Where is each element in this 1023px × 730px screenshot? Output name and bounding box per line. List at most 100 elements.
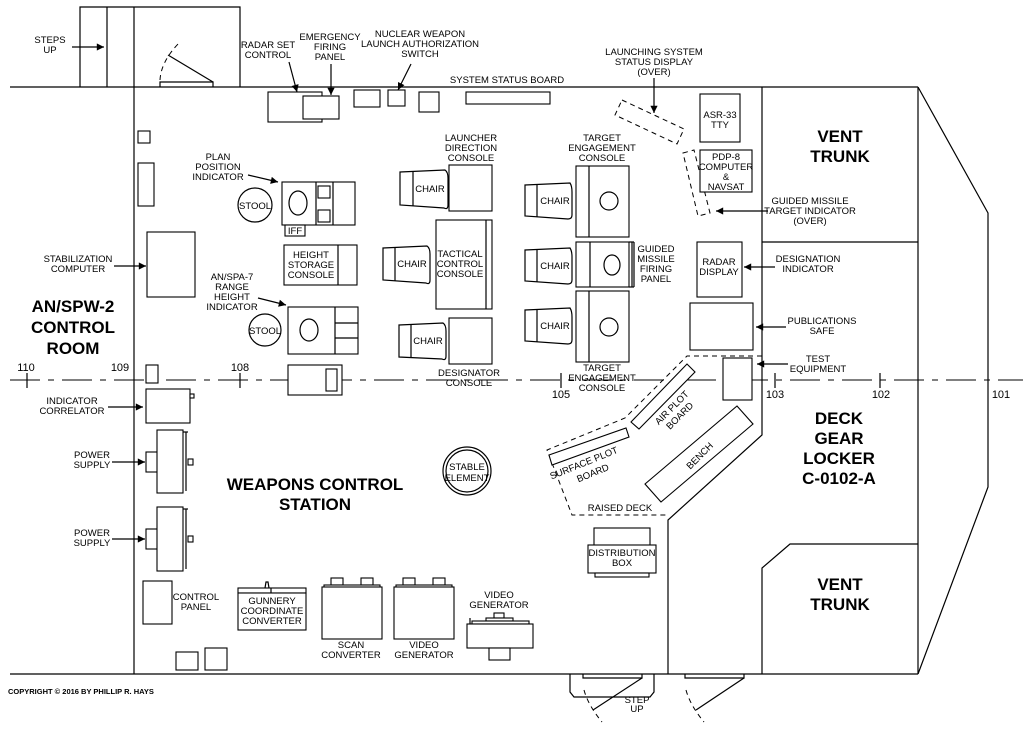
svg-text:STOOL: STOOL <box>249 326 281 337</box>
power-supply-2: POWER SUPPLY <box>74 506 194 572</box>
svg-text:TACTICAL: TACTICAL <box>437 249 482 260</box>
distribution-box: DISTRIBUTION BOX <box>587 527 657 578</box>
designator-console: DESIGNATOR CONSOLE <box>438 317 500 389</box>
chair-3: CHAIR <box>398 322 447 361</box>
pdp-8-computer: PDP-8 COMPUTER & NAVSAT <box>682 149 754 217</box>
stabilization-computer: STABILIZATION COMPUTER <box>44 231 196 298</box>
room-weapons-control-station: WEAPONS CONTROL STATION <box>227 475 404 514</box>
svg-text:SWITCH: SWITCH <box>401 49 439 60</box>
asr-33-tty: ASR-33 TTY <box>699 93 741 143</box>
svg-text:RADAR: RADAR <box>702 257 735 268</box>
svg-text:STORAGE: STORAGE <box>288 260 334 271</box>
svg-text:STABLE: STABLE <box>449 462 485 473</box>
svg-text:DESIGNATION: DESIGNATION <box>776 254 841 265</box>
svg-text:POWER: POWER <box>74 528 110 539</box>
svg-text:VIDEO: VIDEO <box>409 640 439 651</box>
svg-text:CONSOLE: CONSOLE <box>288 270 334 281</box>
svg-text:CORRELATOR: CORRELATOR <box>39 406 104 417</box>
svg-text:GUIDED MISSILE: GUIDED MISSILE <box>771 196 848 207</box>
svg-text:DISTRIBUTION: DISTRIBUTION <box>588 548 655 559</box>
svg-text:CHAIR: CHAIR <box>397 259 427 270</box>
floor-box-2 <box>204 647 228 671</box>
system-status-board: SYSTEM STATUS BOARD <box>450 75 564 105</box>
svg-text:LAUNCHING SYSTEM: LAUNCHING SYSTEM <box>605 47 703 58</box>
svg-text:VIDEO: VIDEO <box>484 590 514 601</box>
svg-text:ROOM: ROOM <box>47 339 100 358</box>
svg-text:TARGET: TARGET <box>583 133 621 144</box>
svg-text:CHAIR: CHAIR <box>540 321 570 332</box>
svg-text:CONTROL: CONTROL <box>31 318 115 337</box>
svg-text:PANEL: PANEL <box>181 602 211 613</box>
frame-centerline: 110 109 108 105 103 102 101 <box>10 362 1023 401</box>
scan-converter: SCAN CONVERTER <box>321 577 383 661</box>
svg-text:BOX: BOX <box>612 558 633 569</box>
designation-indicator: DESIGNATION INDICATOR <box>744 254 841 275</box>
svg-text:ENGAGEMENT: ENGAGEMENT <box>568 373 636 384</box>
stool: STOOL <box>237 187 273 223</box>
air-plot-board: AIR PLOT BOARD <box>630 363 696 432</box>
gunnery-coordinate-converter: GUNNERY COORDINATE CONVERTER <box>237 581 307 631</box>
video-generator-2: VIDEO GENERATOR <box>466 590 534 661</box>
frame-110: 110 <box>17 362 35 374</box>
svg-text:C-0102-A: C-0102-A <box>802 469 876 488</box>
svg-text:COMPUTER: COMPUTER <box>699 162 754 173</box>
svg-text:STABILIZATION: STABILIZATION <box>44 254 113 265</box>
svg-text:SYSTEM STATUS BOARD: SYSTEM STATUS BOARD <box>450 75 564 86</box>
svg-text:LAUNCHER: LAUNCHER <box>445 133 497 144</box>
room-control-room: AN/SPW-2 CONTROL ROOM <box>31 297 115 358</box>
video-generator-1: VIDEO GENERATOR <box>393 577 455 661</box>
svg-text:CONSOLE: CONSOLE <box>579 153 625 164</box>
chair-5: CHAIR <box>524 247 573 285</box>
bench: BENCH <box>644 405 754 503</box>
svg-text:TEST: TEST <box>806 354 830 365</box>
svg-text:STEPS: STEPS <box>34 35 65 46</box>
chair: CHAIR <box>399 169 449 210</box>
svg-text:HEIGHT: HEIGHT <box>293 250 329 261</box>
svg-text:IFF: IFF <box>288 226 302 237</box>
height-storage-console: HEIGHT STORAGE CONSOLE <box>283 244 358 286</box>
svg-text:(OVER): (OVER) <box>637 67 670 78</box>
svg-text:DISPLAY: DISPLAY <box>699 267 739 278</box>
svg-text:WEAPONS CONTROL: WEAPONS CONTROL <box>227 475 404 494</box>
svg-text:TRUNK: TRUNK <box>810 595 870 614</box>
svg-text:HEIGHT: HEIGHT <box>214 292 250 303</box>
power-supply-1: POWER SUPPLY <box>74 429 194 494</box>
svg-text:ELEMENT: ELEMENT <box>445 473 490 484</box>
room-vent-trunk-bottom: VENT TRUNK <box>810 575 870 614</box>
svg-text:CONSOLE: CONSOLE <box>579 383 625 394</box>
svg-text:CONVERTER: CONVERTER <box>321 650 381 661</box>
raised-deck: RAISED DECK <box>546 355 762 516</box>
frame-105: 105 <box>552 389 570 401</box>
svg-text:NAVSAT: NAVSAT <box>708 182 745 193</box>
svg-text:CONTROL: CONTROL <box>173 592 219 603</box>
plan-position-indicator: PLAN POSITION INDICATOR IFF <box>192 152 356 237</box>
svg-text:GEAR: GEAR <box>814 429 863 448</box>
svg-text:TTY: TTY <box>711 120 730 131</box>
svg-text:LAUNCH AUTHORIZATION: LAUNCH AUTHORIZATION <box>361 39 479 50</box>
svg-text:NUCLEAR WEAPON: NUCLEAR WEAPON <box>375 29 465 40</box>
svg-text:DECK: DECK <box>815 409 864 428</box>
launcher-direction-console: LAUNCHER DIRECTION CONSOLE <box>445 133 497 212</box>
launching-system-status-display: LAUNCHING SYSTEM STATUS DISPLAY (OVER) <box>605 47 703 145</box>
svg-text:SUPPLY: SUPPLY <box>74 538 111 549</box>
svg-text:SUPPLY: SUPPLY <box>74 460 111 471</box>
frame-108: 108 <box>231 362 249 374</box>
room-deck-gear-locker: DECK GEAR LOCKER C-0102-A <box>802 409 876 488</box>
svg-text:SAFE: SAFE <box>810 326 835 337</box>
svg-text:GUIDED: GUIDED <box>638 244 675 255</box>
svg-text:EQUIPMENT: EQUIPMENT <box>790 364 847 375</box>
emergency-firing-panel: EMERGENCY FIRING PANEL <box>299 32 361 120</box>
svg-text:CHAIR: CHAIR <box>415 184 445 195</box>
svg-text:ASR-33: ASR-33 <box>703 110 736 121</box>
frame-103: 103 <box>766 389 784 401</box>
svg-text:POWER: POWER <box>74 450 110 461</box>
svg-text:GENERATOR: GENERATOR <box>394 650 453 661</box>
chair-4: CHAIR <box>524 182 573 220</box>
svg-text:(OVER): (OVER) <box>793 216 826 227</box>
svg-text:SCAN: SCAN <box>338 640 365 651</box>
svg-text:CHAIR: CHAIR <box>540 261 570 272</box>
svg-text:INDICATOR: INDICATOR <box>782 264 834 275</box>
walls <box>10 6 989 723</box>
svg-text:STOOL: STOOL <box>239 201 271 212</box>
